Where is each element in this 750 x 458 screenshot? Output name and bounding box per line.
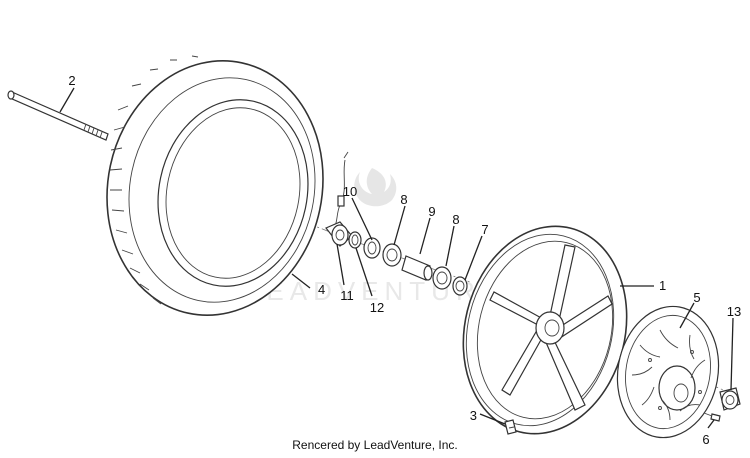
callout-ring: 12 xyxy=(370,300,384,315)
spacer-drawing xyxy=(401,255,433,281)
callout-labels: 2 1 3 4 5 6 7 8 8 9 10 11 12 13 xyxy=(68,73,741,447)
callout-bushing: 13 xyxy=(727,304,741,319)
callout-seal-right: 7 xyxy=(481,222,488,237)
speedo-drive-drawing xyxy=(325,151,353,247)
callout-axle: 2 xyxy=(68,73,75,88)
callout-wheel-rim: 1 xyxy=(659,278,666,293)
callout-seal-left: 10 xyxy=(343,184,357,199)
ring-drawing xyxy=(348,231,362,249)
axle-drawing xyxy=(7,90,109,141)
seal-right-drawing xyxy=(452,276,468,296)
callout-brake-disc: 5 xyxy=(693,290,700,305)
callout-bearing-left: 8 xyxy=(400,192,407,207)
seal-left-drawing xyxy=(363,237,381,259)
wheel-rim-drawing xyxy=(462,225,628,435)
disc-screw-drawing xyxy=(703,412,721,422)
bearing-right-drawing xyxy=(432,266,452,290)
valve-drawing xyxy=(504,419,517,435)
callout-bearing-right: 8 xyxy=(452,212,459,227)
brake-disc-drawing xyxy=(616,305,720,439)
callout-tire: 4 xyxy=(318,282,325,297)
leader-lines xyxy=(59,87,734,429)
callout-spacer: 9 xyxy=(428,204,435,219)
footer-credit: Rencered by LeadVenture, Inc. xyxy=(292,438,458,452)
tire-drawing xyxy=(106,55,324,316)
bushing-drawing xyxy=(719,387,741,411)
callout-disc-screw: 6 xyxy=(702,432,709,447)
callout-valve: 3 xyxy=(470,408,477,423)
callout-speedo-drive: 11 xyxy=(340,288,354,303)
bearing-left-drawing xyxy=(382,243,402,267)
